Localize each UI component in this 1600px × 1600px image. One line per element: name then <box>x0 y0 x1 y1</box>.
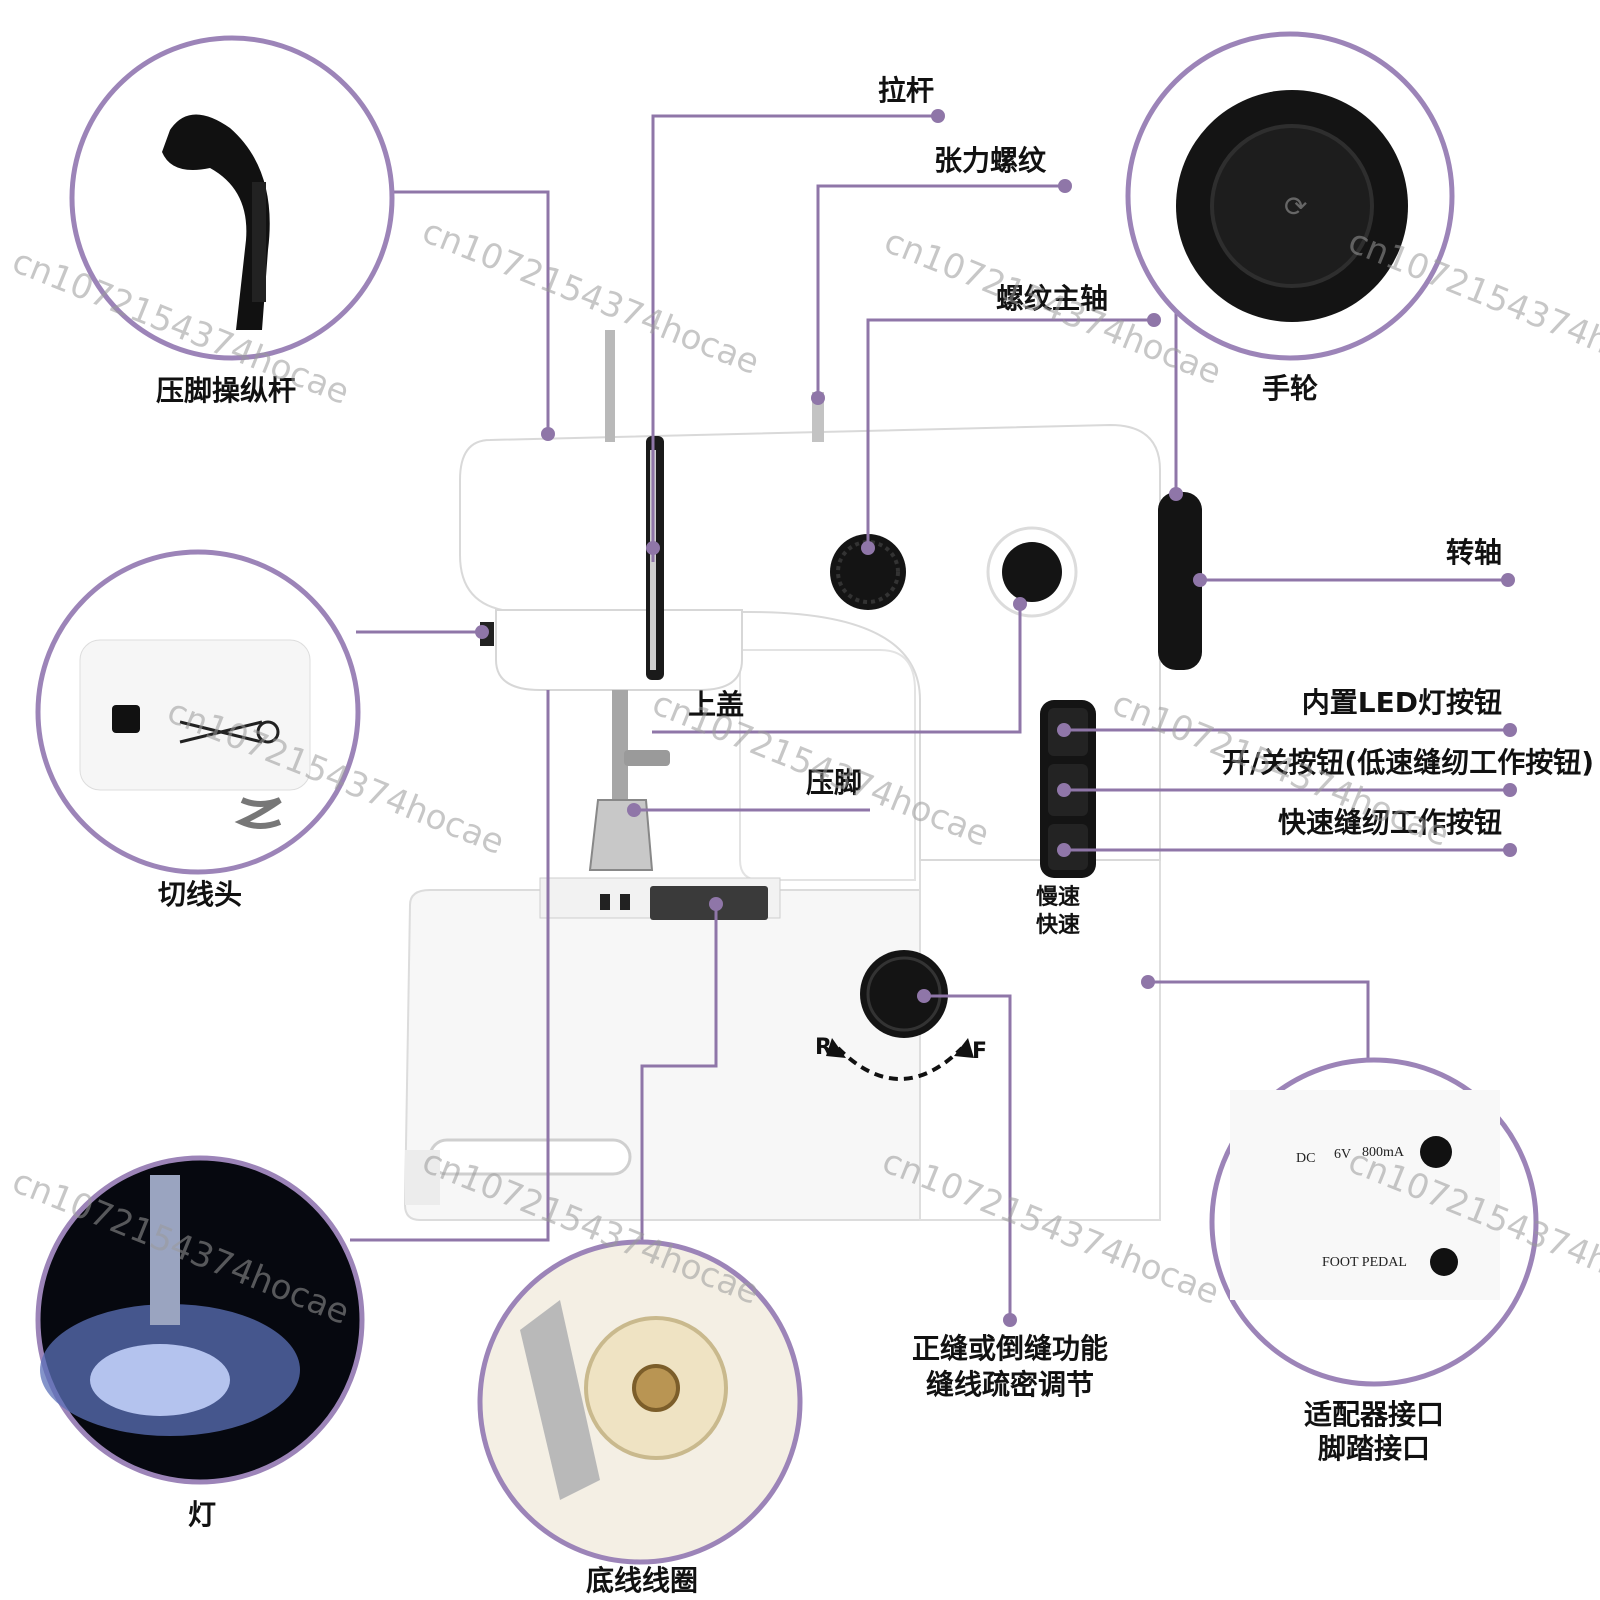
spool-pin <box>605 330 615 442</box>
label-tension: 张力螺纹 <box>934 144 1047 177</box>
leader-dots <box>475 109 1517 1327</box>
callout-cutter <box>35 549 361 875</box>
callout-foot-lever <box>69 35 395 361</box>
leader-bobbin <box>640 904 718 1240</box>
label-led-button: 内置LED灯按钮 <box>1302 686 1502 719</box>
label-presser-foot: 压脚 <box>806 766 862 799</box>
callout-handwheel: ⟳ <box>1125 31 1455 361</box>
handwheel-side <box>1158 492 1202 670</box>
direction-arrow <box>836 1046 964 1081</box>
cutter-housing <box>79 639 311 791</box>
leader-foot-lever <box>390 190 550 434</box>
label-shaft: 转轴 <box>1446 536 1502 569</box>
arm-opening <box>739 649 916 881</box>
callout-lamp <box>35 1155 365 1485</box>
fast-speed-label: 快速 <box>1036 912 1080 938</box>
leader-ports <box>1148 980 1370 1060</box>
leader-stitch <box>924 994 1012 1320</box>
label-spindle: 螺纹主轴 <box>996 282 1108 315</box>
leader-top-cover <box>652 604 1022 734</box>
label-adapter: 适配器接口 <box>1304 1398 1444 1431</box>
label-pull-rod: 拉杆 <box>878 74 934 107</box>
leader-lamp <box>350 690 550 1242</box>
presser-foot-part <box>588 799 654 871</box>
foot-pedal-text: FOOT PEDAL <box>1322 1255 1407 1270</box>
machine-arm <box>459 423 1161 861</box>
stitch-dial <box>860 950 948 1038</box>
scissors-icon <box>179 720 263 744</box>
label-bobbin: 底线线圈 <box>586 1564 698 1597</box>
needle-bar <box>612 690 628 800</box>
current-text: 800mA <box>1362 1145 1405 1160</box>
reverse-mark: R <box>815 1035 832 1060</box>
sewing-machine: 慢速 快速 R F <box>403 330 1202 1221</box>
callout-ports: DC 6V 800mA FOOT PEDAL <box>1209 1057 1539 1387</box>
voltage-text: 6V <box>1334 1147 1351 1162</box>
label-fast-button: 快速缝纫工作按钮 <box>1278 806 1502 839</box>
spool-pin-2 <box>812 392 824 442</box>
label-top-cover: 上盖 <box>688 688 744 721</box>
labels: 压脚操纵杆 拉杆 张力螺纹 螺纹主轴 手轮 转轴 内置LED灯按钮 开/关按钮(… <box>156 74 1594 1597</box>
led-knob <box>1002 542 1062 602</box>
pedal-jack <box>1430 1248 1458 1276</box>
bobbin-cover <box>650 886 768 920</box>
label-pedal: 脚踏接口 <box>1318 1432 1430 1465</box>
leader-lines <box>350 114 1510 1320</box>
base-foot <box>405 1150 440 1205</box>
label-handwheel: 手轮 <box>1262 372 1318 405</box>
svg-text:⟳: ⟳ <box>1284 190 1307 223</box>
leader-spindle <box>866 318 1154 548</box>
leader-tension <box>816 184 1065 398</box>
leader-pull-rod <box>651 114 938 562</box>
label-lamp: 灯 <box>188 1498 216 1531</box>
label-cutter: 切线头 <box>158 878 242 911</box>
label-stitch-1: 正缝或倒缝功能 <box>912 1332 1108 1365</box>
forward-mark: F <box>972 1039 987 1064</box>
lever-shape <box>162 114 270 330</box>
watermark-2: cn1072154374hocae <box>417 211 765 383</box>
slow-speed-label: 慢速 <box>1036 884 1080 910</box>
label-stitch-2: 缝线疏密调节 <box>926 1368 1094 1401</box>
callout-bobbin <box>477 1239 803 1565</box>
dc-jack <box>1420 1136 1452 1168</box>
dc-text: DC <box>1296 1151 1315 1166</box>
tension-knob <box>830 534 906 610</box>
needle-head <box>495 609 743 691</box>
label-foot-lever: 压脚操纵杆 <box>156 374 296 407</box>
label-power-button: 开/关按钮(低速缝纫工作按钮) <box>1222 746 1594 779</box>
